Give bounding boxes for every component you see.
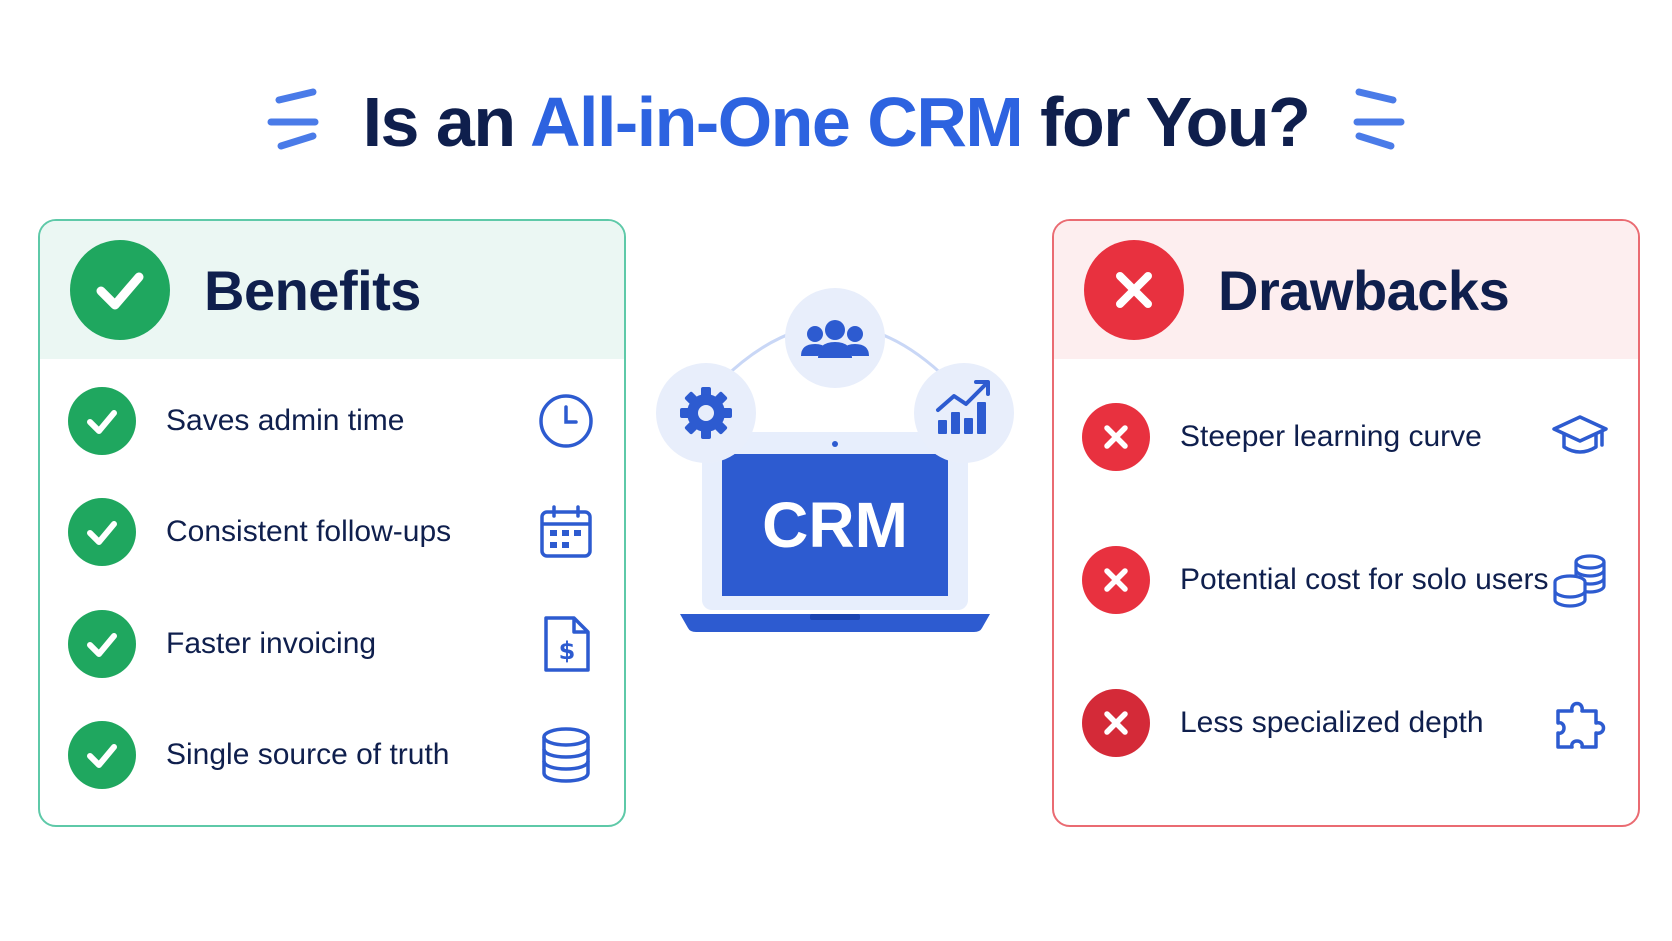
coins-icon (1553, 554, 1606, 608)
drawbacks-card: Drawbacks Steeper learning curve Potenti… (1052, 219, 1640, 827)
x-badge-icon (1084, 240, 1184, 340)
x-icon (1082, 689, 1150, 757)
title-prefix: Is an (362, 83, 530, 161)
sparkle-lines-left-icon (267, 88, 319, 150)
header: Is an All-in-One CRM for You? (0, 72, 1672, 172)
x-icon (1082, 403, 1150, 471)
benefit-label: Saves admin time (166, 404, 405, 437)
clock-icon (539, 394, 593, 448)
graduation-cap-icon (1552, 415, 1608, 454)
database-icon (542, 727, 590, 783)
invoice-icon: $ (544, 616, 590, 672)
drawback-label: Steeper learning curve (1180, 420, 1482, 453)
users-icon (785, 288, 885, 388)
benefit-label: Single source of truth (166, 738, 450, 771)
check-icon (68, 610, 136, 678)
puzzle-icon (1556, 701, 1606, 749)
benefit-item: Saves admin time (68, 387, 596, 455)
benefits-card: Benefits Saves admin time Consistent fol… (38, 219, 626, 827)
drawbacks-title: Drawbacks (1218, 258, 1510, 322)
calendar-icon (540, 505, 592, 558)
x-icon (1082, 546, 1150, 614)
drawback-label: Potential cost for solo users (1180, 563, 1549, 596)
drawback-item: Less specialized depth (1082, 689, 1610, 757)
drawback-label: Less specialized depth (1180, 706, 1484, 739)
crm-screen-label: CRM (762, 489, 908, 561)
drawback-item: Steeper learning curve (1082, 403, 1610, 471)
benefit-label: Consistent follow-ups (166, 515, 452, 548)
check-icon (68, 387, 136, 455)
benefit-item: Consistent follow-ups (68, 498, 596, 566)
title-accent: All-in-One CRM (529, 83, 1024, 161)
svg-text:$: $ (559, 637, 576, 665)
benefit-item: Faster invoicing $ (68, 610, 596, 678)
page-title: Is an All-in-One CRM for You? (363, 87, 1311, 157)
benefit-item: Single source of truth (68, 721, 596, 789)
chart-icon (914, 363, 1014, 463)
drawback-item: Potential cost for solo users (1082, 546, 1610, 614)
benefits-header: Benefits (40, 221, 624, 359)
sparkle-lines-right-icon (1353, 88, 1405, 150)
gear-icon (656, 363, 756, 463)
benefit-label: Faster invoicing (166, 627, 377, 660)
check-badge-icon (70, 240, 170, 340)
crm-illustration: CRM (656, 288, 1014, 632)
drawbacks-header: Drawbacks (1054, 221, 1638, 359)
check-icon (68, 498, 136, 566)
check-icon (68, 721, 136, 789)
benefits-title: Benefits (204, 258, 421, 322)
laptop-icon (680, 432, 990, 632)
title-suffix: for You? (1022, 83, 1311, 161)
